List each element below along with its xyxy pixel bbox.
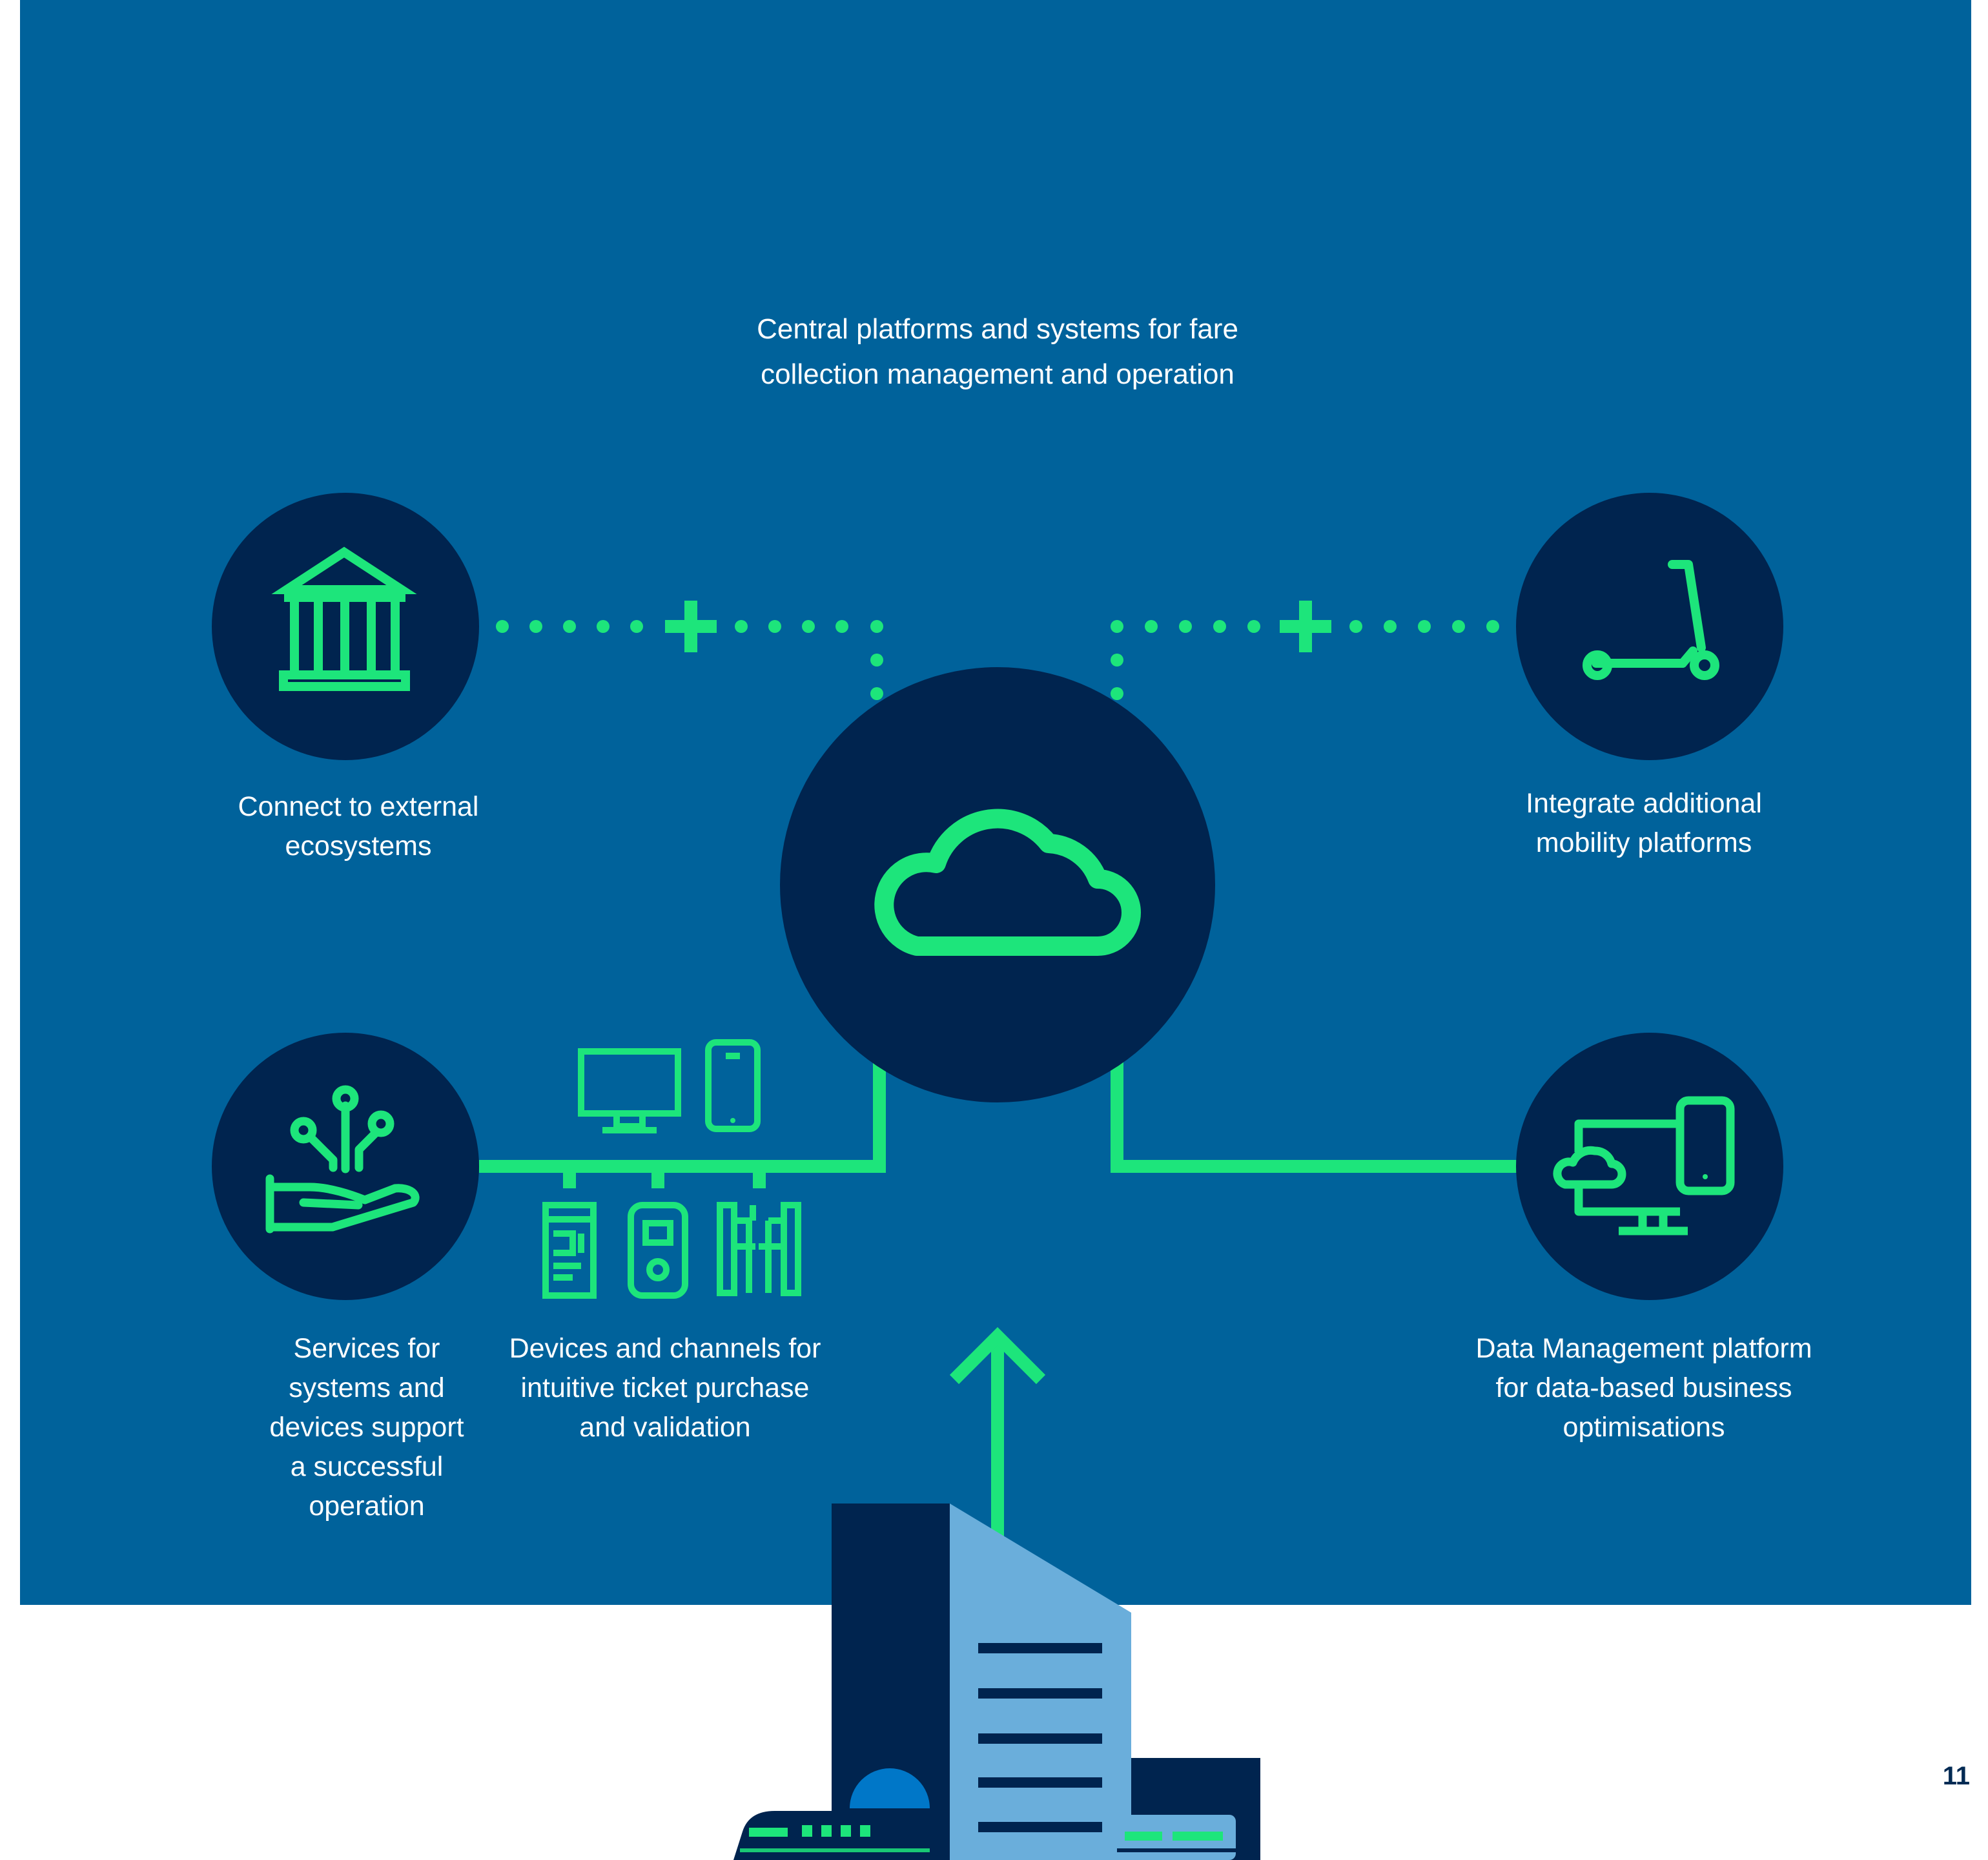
bus-icon: [1117, 1815, 1236, 1860]
smartphone-icon: [705, 1039, 761, 1132]
dotted-connector-left: [496, 620, 883, 700]
devices-icon: [542, 1039, 801, 1299]
label-line: Data Management platform: [1475, 1333, 1812, 1364]
label-line: for data-based business: [1495, 1372, 1792, 1403]
plus-icon: [1280, 601, 1331, 652]
label-line: Connect to external: [238, 791, 479, 822]
node-data-management: [1516, 1033, 1783, 1300]
monitor-icon: [578, 1048, 681, 1133]
label-line: ecosystems: [285, 831, 432, 862]
node-services-support: [212, 1033, 479, 1300]
hub-label-line: Central platforms and systems for fare: [757, 313, 1238, 345]
plus-icon: [665, 601, 717, 652]
label-data-management: Data Management platform for data-based …: [1475, 1329, 1812, 1447]
building-windows: [978, 1643, 1102, 1832]
cloud-computer-icon: [1553, 1096, 1735, 1235]
node-external-ecosystems: [212, 493, 479, 760]
dome: [850, 1768, 930, 1808]
building-illustration: [733, 1504, 1260, 1860]
label-line: devices support: [269, 1412, 464, 1443]
label-line: operation: [309, 1491, 425, 1522]
label-line: and validation: [579, 1412, 751, 1443]
solid-connector-right: [1111, 1053, 1521, 1173]
scooter-icon: [1583, 560, 1719, 680]
node-mobility-platforms: [1516, 493, 1783, 760]
page-number: 11: [1942, 1762, 1970, 1790]
ticket-gate-icon: [717, 1202, 801, 1296]
dotted-connector-right: [1111, 620, 1499, 700]
label-external-ecosystems: Connect to external ecosystems: [238, 787, 479, 866]
label-mobility-platforms: Integrate additional mobility platforms: [1526, 784, 1762, 863]
label-devices-channels: Devices and channels for intuitive ticke…: [509, 1329, 821, 1447]
label-line: a successful: [290, 1451, 444, 1482]
hub-label-line: collection management and operation: [761, 358, 1235, 390]
hub-node: [780, 667, 1215, 1102]
hand-network-icon: [265, 1085, 420, 1234]
cloud-icon: [874, 809, 1141, 956]
label-line: Integrate additional: [1526, 788, 1762, 819]
train-icon: [733, 1811, 930, 1860]
label-services-support: Services for systems and devices support…: [269, 1329, 464, 1526]
card-validator-icon: [628, 1202, 688, 1299]
label-line: optimisations: [1563, 1412, 1725, 1443]
solid-connector-left: [479, 1053, 886, 1188]
bank-icon: [271, 546, 417, 691]
hub-label: Central platforms and systems for fare c…: [757, 307, 1238, 397]
label-line: systems and: [289, 1372, 445, 1403]
label-line: intuitive ticket purchase: [520, 1372, 810, 1403]
arrow-up-icon: [949, 1327, 1046, 1540]
label-line: mobility platforms: [1535, 827, 1752, 858]
label-line: Services for: [293, 1333, 440, 1364]
label-line: Devices and channels for: [509, 1333, 821, 1364]
ticket-machine-icon: [542, 1202, 597, 1299]
